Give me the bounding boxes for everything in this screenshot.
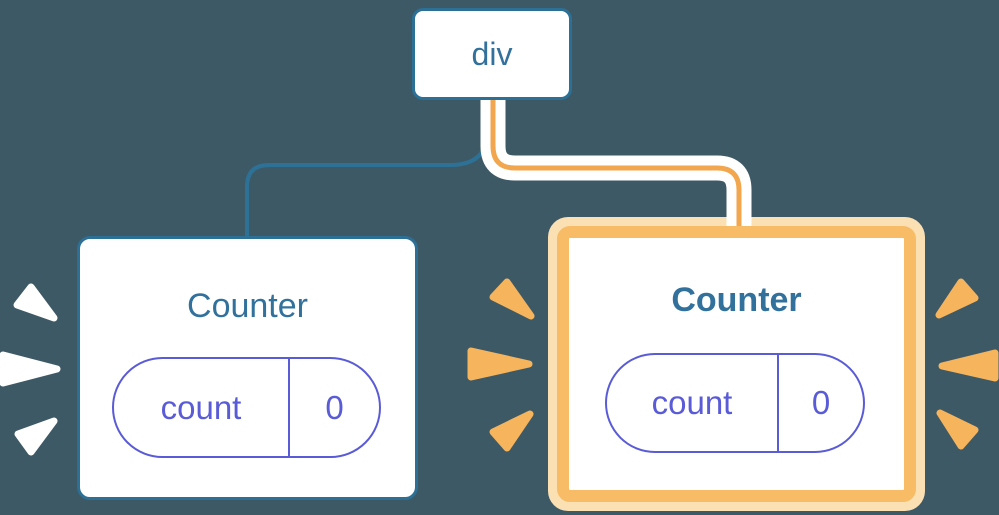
right-card-sparks-inner [467, 278, 535, 452]
counter-title: Counter [671, 281, 802, 319]
spark-icon [14, 417, 58, 456]
counter-card-left: Counter count 0 [77, 236, 418, 500]
root-node-div: div [412, 8, 572, 100]
spark-icon [489, 278, 535, 320]
spark-icon [938, 349, 999, 382]
state-key: count [114, 359, 290, 456]
connector-right-orange [490, 100, 742, 226]
state-value: 0 [325, 388, 344, 426]
connector-left-blue [245, 100, 490, 237]
connector-right-casing [480, 100, 752, 226]
spark-icon [936, 409, 979, 450]
spark-icon [0, 351, 61, 387]
state-pill: count 0 [112, 357, 381, 458]
left-card-sparks [0, 283, 61, 456]
root-node-label: div [471, 35, 513, 72]
spark-icon [489, 410, 534, 452]
counter-card-right-highlight-ring: Counter count 0 [548, 217, 925, 511]
spark-icon [13, 283, 58, 322]
state-pill: count 0 [605, 353, 865, 453]
state-key: count [607, 355, 779, 451]
spark-icon [935, 278, 979, 319]
right-card-sparks-outer [935, 278, 999, 450]
state-value: 0 [811, 384, 831, 421]
counter-card-right: Counter count 0 [557, 226, 916, 502]
counter-title: Counter [187, 287, 308, 325]
spark-icon [467, 347, 533, 381]
